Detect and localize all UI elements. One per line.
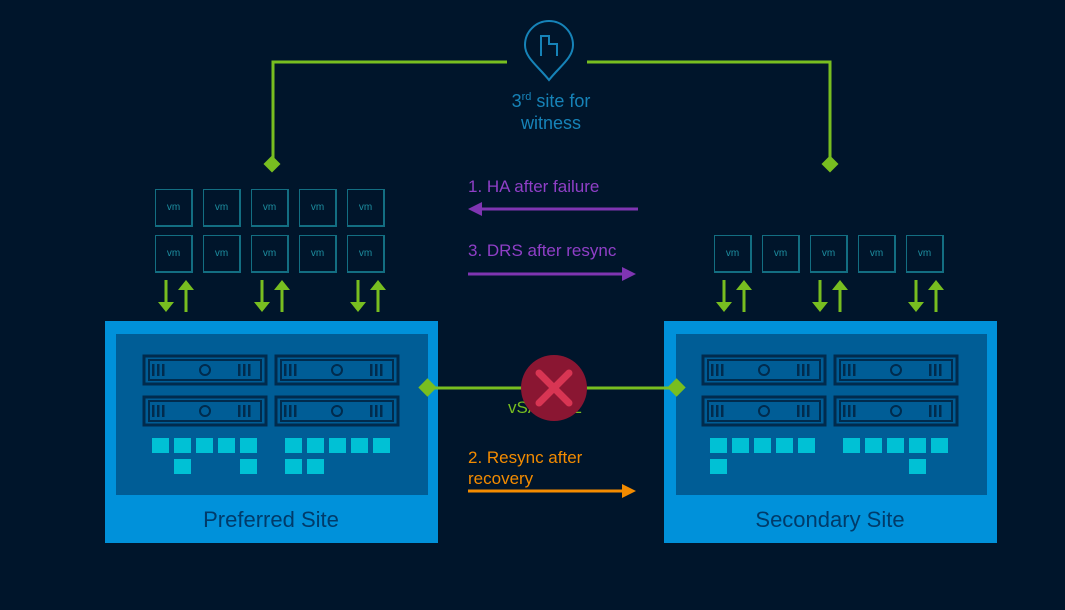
disk (196, 438, 213, 453)
vm-box: vm (203, 235, 241, 273)
secondary-site-title: Secondary Site (755, 507, 905, 532)
vm-box: vm (347, 235, 385, 273)
isl-label: vSAN ISL (508, 398, 582, 417)
disk (710, 438, 727, 453)
disk (865, 438, 882, 453)
disk (174, 438, 191, 453)
vm-box: vm (714, 235, 752, 273)
vm-box: vm (155, 235, 193, 273)
disk (240, 438, 257, 453)
disk (373, 438, 390, 453)
vm-host-arrows (908, 280, 944, 312)
disk (843, 438, 860, 453)
preferred-site-title: Preferred Site (203, 507, 339, 532)
vm-box: vm (858, 235, 896, 273)
vm-box: vm (762, 235, 800, 273)
resync-label: 2. Resync after recovery (468, 447, 582, 489)
host-server (142, 354, 268, 386)
disk (909, 438, 926, 453)
host-server (701, 354, 827, 386)
host-server (142, 395, 268, 427)
disk (931, 438, 948, 453)
vm-box: vm (155, 189, 193, 227)
disk (798, 438, 815, 453)
host-server (833, 354, 959, 386)
resync-label-line1: 2. Resync after (468, 448, 583, 467)
ha-label: 1. HA after failure (468, 177, 600, 196)
vm-box: vm (906, 235, 944, 273)
host-server (701, 395, 827, 427)
drs-arrow (468, 267, 636, 281)
disk (732, 438, 749, 453)
disk (307, 438, 324, 453)
disk (152, 438, 169, 453)
vm-box: vm (810, 235, 848, 273)
location-pin-building-icon (523, 20, 575, 82)
vm-box: vm (203, 189, 241, 227)
disk (710, 459, 727, 474)
disk (329, 438, 346, 453)
vm-host-arrows (158, 280, 194, 312)
resync-arrow (468, 484, 636, 498)
disk (240, 459, 257, 474)
disk (351, 438, 368, 453)
vm-host-arrows (812, 280, 848, 312)
disk (285, 438, 302, 453)
disk (776, 438, 793, 453)
disk (307, 459, 324, 474)
witness-label: 3rd site for witness (511, 91, 591, 133)
witness-link-secondary (587, 60, 839, 173)
disk (887, 438, 904, 453)
witness-link-preferred (263, 60, 507, 173)
vm-box: vm (251, 235, 289, 273)
ha-arrow (468, 202, 638, 216)
vm-box: vm (251, 189, 289, 227)
disk (754, 438, 771, 453)
disk (174, 459, 191, 474)
host-server (833, 395, 959, 427)
vm-box: vm (347, 189, 385, 227)
disk (285, 459, 302, 474)
vm-host-arrows (716, 280, 752, 312)
drs-label: 3. DRS after resync (468, 241, 617, 260)
disk (218, 438, 235, 453)
vm-host-arrows (350, 280, 386, 312)
vm-box: vm (299, 235, 337, 273)
disk (909, 459, 926, 474)
vm-box: vm (299, 189, 337, 227)
host-server (274, 395, 400, 427)
vsan-isl-link (418, 378, 686, 397)
host-server (274, 354, 400, 386)
resync-label-line2: recovery (468, 469, 534, 488)
vm-host-arrows (254, 280, 290, 312)
